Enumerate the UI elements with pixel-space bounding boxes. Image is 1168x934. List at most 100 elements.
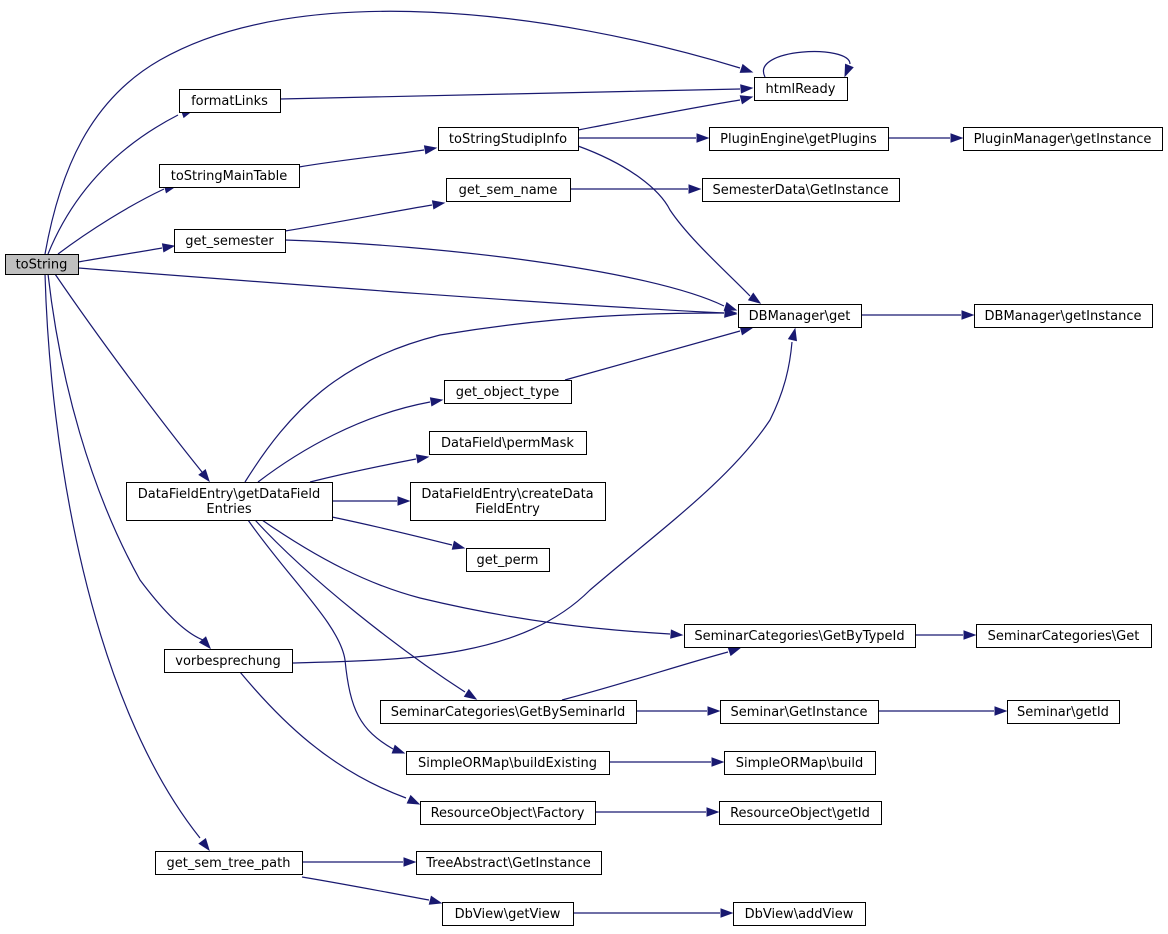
node-box — [179, 89, 281, 113]
node-get_perm[interactable]: get_perm — [466, 548, 550, 572]
arrowhead — [423, 145, 438, 155]
edge-line — [257, 401, 431, 483]
node-PluginEngine_getPlugins[interactable]: PluginEngine\getPlugins — [709, 127, 889, 151]
edge-line — [561, 651, 729, 701]
node-box — [754, 77, 848, 101]
node-label: Entries — [206, 502, 252, 517]
node-DbView_getView[interactable]: DbView\getView — [442, 902, 574, 926]
node-label: DataField\permMask — [441, 436, 574, 451]
node-label: ResourceObject\getId — [730, 806, 870, 821]
node-SemesterData_GetInstance[interactable]: SemesterData\GetInstance — [702, 178, 900, 202]
node-label: DBManager\get — [749, 309, 851, 324]
node-box — [709, 127, 889, 151]
node-box — [159, 164, 300, 188]
node-label: SeminarCategories\GetBySeminarId — [391, 705, 625, 720]
node-SeminarCategories_Get[interactable]: SeminarCategories\Get — [976, 624, 1152, 648]
call-edge-toString-to-get_semester — [77, 243, 176, 263]
call-edge-get_semester-to-get_sem_name — [284, 200, 446, 232]
arrowhead — [415, 454, 430, 464]
node-label: ResourceObject\Factory — [431, 806, 585, 821]
node-get_sem_name[interactable]: get_sem_name — [446, 178, 571, 202]
node-box — [429, 431, 587, 455]
node-box — [684, 624, 916, 648]
edge-line — [298, 149, 425, 168]
arrowhead — [696, 133, 710, 143]
node-toStringMainTable[interactable]: toStringMainTable — [159, 164, 300, 188]
call-edge-get_semester-to-DBManager_get — [284, 239, 738, 311]
node-label: DbView\addView — [745, 907, 854, 922]
node-box — [963, 127, 1163, 151]
edge-line — [44, 273, 201, 839]
node-DBManager_get[interactable]: DBManager\get — [738, 304, 862, 328]
edge-line — [577, 99, 741, 131]
call-edge-toStringStudipInfo-to-PluginEngine_getPlugins — [578, 133, 710, 143]
node-toStringStudipInfo[interactable]: toStringStudipInfo — [438, 127, 579, 151]
node-toString[interactable]: toString — [5, 254, 79, 275]
node-label: formatLinks — [191, 94, 268, 109]
node-DBManager_getInstance[interactable]: DBManager\getInstance — [974, 304, 1153, 328]
edge-line — [279, 88, 741, 100]
node-SeminarCategories_GetBySeminarId[interactable]: SeminarCategories\GetBySeminarId — [380, 700, 637, 724]
node-label: TreeAbstract\GetInstance — [425, 856, 591, 871]
call-edge-DataFieldEntry_getDataFieldEntries-to-get_object_type — [257, 397, 444, 483]
call-edge-DbView_getView-to-DbView_addView — [573, 908, 734, 918]
node-ResourceObject_getId[interactable]: ResourceObject\getId — [719, 801, 882, 825]
edge-line — [247, 519, 394, 750]
node-label: toStringStudipInfo — [449, 132, 567, 147]
node-label: get_object_type — [456, 385, 559, 400]
node-label: toStringMainTable — [171, 169, 288, 184]
node-label: PluginManager\getInstance — [974, 132, 1152, 147]
node-get_semester[interactable]: get_semester — [174, 229, 286, 253]
edge-line — [77, 267, 725, 314]
call-edge-formatLinks-to-htmlReady — [279, 84, 754, 100]
node-htmlReady[interactable]: htmlReady — [754, 77, 848, 101]
arrowhead — [711, 757, 725, 767]
node-DataField_permMask[interactable]: DataField\permMask — [429, 431, 587, 455]
arrowhead — [950, 133, 964, 143]
node-SeminarCategories_GetByTypeId[interactable]: SeminarCategories\GetByTypeId — [684, 624, 916, 648]
arrowhead — [739, 63, 754, 73]
edges-layer — [44, 10, 1008, 918]
node-label: FieldEntry — [475, 502, 540, 517]
node-label: DataFieldEntry\getDataField — [138, 487, 320, 502]
arrowhead — [739, 95, 754, 105]
call-edge-SeminarCategories_GetByTypeId-to-SeminarCategories_Get — [915, 630, 977, 640]
node-Seminar_GetInstance[interactable]: Seminar\GetInstance — [720, 700, 879, 724]
node-label: toString — [16, 258, 68, 273]
node-SimpleORMap_buildExisting[interactable]: SimpleORMap\buildExisting — [406, 751, 610, 775]
node-ResourceObject_Factory[interactable]: ResourceObject\Factory — [420, 801, 596, 825]
node-SimpleORMap_build[interactable]: SimpleORMap\build — [724, 751, 876, 775]
node-vorbesprechung[interactable]: vorbesprechung — [164, 649, 293, 673]
arrowhead — [963, 630, 977, 640]
call-edge-DataFieldEntry_getDataFieldEntries-to-DataField_permMask — [309, 454, 430, 483]
call-edge-DataFieldEntry_getDataFieldEntries-to-SimpleORMap_buildExisting — [247, 519, 406, 754]
edge-line — [309, 458, 417, 483]
node-get_object_type[interactable]: get_object_type — [444, 380, 572, 404]
node-box — [164, 649, 293, 673]
node-get_sem_tree_path[interactable]: get_sem_tree_path — [155, 851, 303, 875]
node-label: htmlReady — [766, 82, 836, 97]
node-box — [720, 700, 879, 724]
node-box — [974, 304, 1153, 328]
node-TreeAbstract_GetInstance[interactable]: TreeAbstract\GetInstance — [416, 851, 602, 875]
arrowhead — [463, 688, 478, 700]
call-edge-get_object_type-to-DBManager_get — [564, 326, 754, 381]
node-Seminar_getId[interactable]: Seminar\getId — [1007, 700, 1120, 724]
node-PluginManager_getInstance[interactable]: PluginManager\getInstance — [963, 127, 1163, 151]
edge-line — [44, 10, 741, 255]
node-DbView_addView[interactable]: DbView\addView — [733, 902, 866, 926]
call-edge-get_sem_tree_path-to-DbView_getView — [301, 876, 443, 905]
arrowhead — [740, 84, 754, 94]
call-edge-Seminar_GetInstance-to-Seminar_getId — [878, 706, 1008, 716]
node-box — [738, 304, 862, 328]
node-formatLinks[interactable]: formatLinks — [179, 89, 281, 113]
node-box — [702, 178, 900, 202]
call-edge-get_sem_name-to-SemesterData_GetInstance — [569, 184, 702, 194]
node-box — [380, 700, 637, 724]
edge-line — [239, 671, 407, 799]
node-label: DataFieldEntry\createData — [421, 487, 593, 502]
call-edge-toStringStudipInfo-to-htmlReady — [577, 95, 754, 131]
